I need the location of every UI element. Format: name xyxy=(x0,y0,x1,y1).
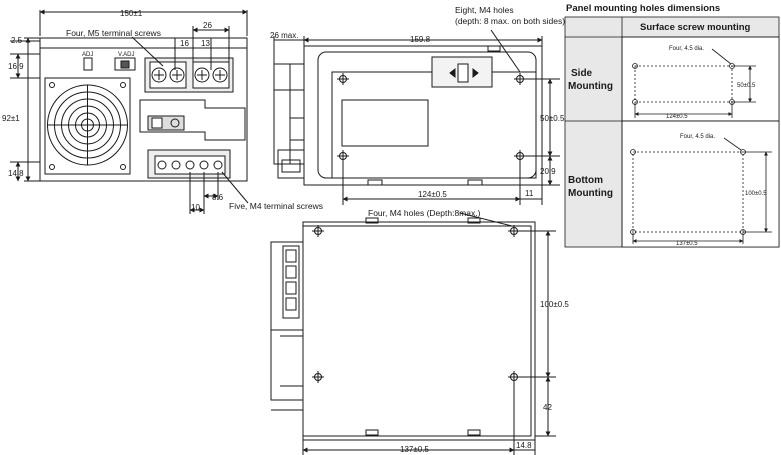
side-terminal-protrusion xyxy=(273,63,305,165)
side-vert-label: 50±0.5 xyxy=(737,83,756,89)
panel-table-header: Surface screw mounting xyxy=(640,22,751,33)
front-height-label: 92±1 xyxy=(2,114,20,123)
side-callout-line2: (depth: 8 max. on both sides) xyxy=(455,16,565,26)
row-side-label-1: Side xyxy=(571,68,593,79)
front-switch-a xyxy=(83,57,93,71)
bottom-view xyxy=(270,212,556,455)
side-hole-horiz-label: 124±0.5 xyxy=(418,190,447,199)
panel-table-title: Panel mounting holes dimensions xyxy=(566,3,720,14)
m5-terminal-block xyxy=(144,57,234,93)
m5-pitch-b-label: 16 xyxy=(180,39,189,48)
front-top-offset-label: 2.5 xyxy=(11,36,23,45)
bottom-hole-dia-label: Four, 4.5 dia. xyxy=(680,134,715,140)
side-hole-vert-label: 50±0.5 xyxy=(540,114,565,123)
front-view: ADJ V.ADJ xyxy=(10,9,249,214)
m4-pitch-b-label: 8.6 xyxy=(212,193,224,202)
m5-leader xyxy=(131,36,164,67)
front-label-plate xyxy=(139,99,246,141)
side-hole-dia-label: Four, 4.5 dia. xyxy=(669,46,704,52)
bottom-end-dim-label: 14.8 xyxy=(516,441,532,450)
fan-grill xyxy=(44,77,131,175)
m4-pitch-a-label: 10 xyxy=(191,203,200,212)
bottom-mount-hole-pattern xyxy=(630,137,772,244)
side-bottom-dim-label: 20.9 xyxy=(540,167,556,176)
side-callout-line1: Eight, M4 holes xyxy=(455,5,514,15)
bottom-holes-leader xyxy=(459,212,513,227)
side-horiz-label: 124±0.5 xyxy=(666,114,688,120)
m4-terminal-block xyxy=(147,149,231,179)
side-holes-leader xyxy=(490,29,521,73)
row-side-label-2: Mounting xyxy=(568,81,613,92)
front-width-label: 150±1 xyxy=(120,9,143,18)
row-bottom-label-1: Bottom xyxy=(568,175,603,186)
side-length-label: 159.8 xyxy=(410,35,431,44)
front-lower-dim-label: 14.8 xyxy=(8,169,24,178)
bottom-mounting-holes xyxy=(312,225,520,383)
side-view xyxy=(273,29,560,205)
bottom-callout: Four, M4 holes (Depth:8max.) xyxy=(368,208,481,218)
bottom-case-outline xyxy=(302,221,536,441)
bottom-hole-vert-label: 100±0.5 xyxy=(540,300,569,309)
m4-callout: Five, M4 terminal screws xyxy=(229,201,323,211)
m5-pitch-c-label: 13 xyxy=(201,39,210,48)
side-end-dim-label: 11 xyxy=(525,189,534,198)
bottom-vert-label: 100±0.5 xyxy=(745,191,767,197)
side-label-area xyxy=(341,99,429,147)
svg-text:ADJ: ADJ xyxy=(82,52,93,58)
m4-leader xyxy=(221,171,249,204)
side-depth-ext-label: 26 max. xyxy=(270,31,298,40)
bottom-hole-horiz-label: 137±0.5 xyxy=(400,445,429,454)
m5-callout: Four, M5 terminal screws xyxy=(66,28,161,38)
panel-mounting-table: Panel mounting holes dimensions Surface … xyxy=(564,3,780,248)
side-mount-hole-pattern xyxy=(632,48,756,118)
side-case-outline xyxy=(303,45,543,186)
bottom-lower-dim-label: 42 xyxy=(543,403,552,412)
row-bottom-label-2: Mounting xyxy=(568,188,613,199)
bottom-terminal-protrusion xyxy=(270,241,304,331)
front-switch-b xyxy=(114,57,136,71)
front-upper-dim-label: 16.9 xyxy=(8,62,24,71)
svg-text:V.ADJ: V.ADJ xyxy=(118,52,134,58)
m5-pitch-a-label: 26 xyxy=(203,21,212,30)
bottom-horiz-label: 137±0.5 xyxy=(676,241,698,247)
